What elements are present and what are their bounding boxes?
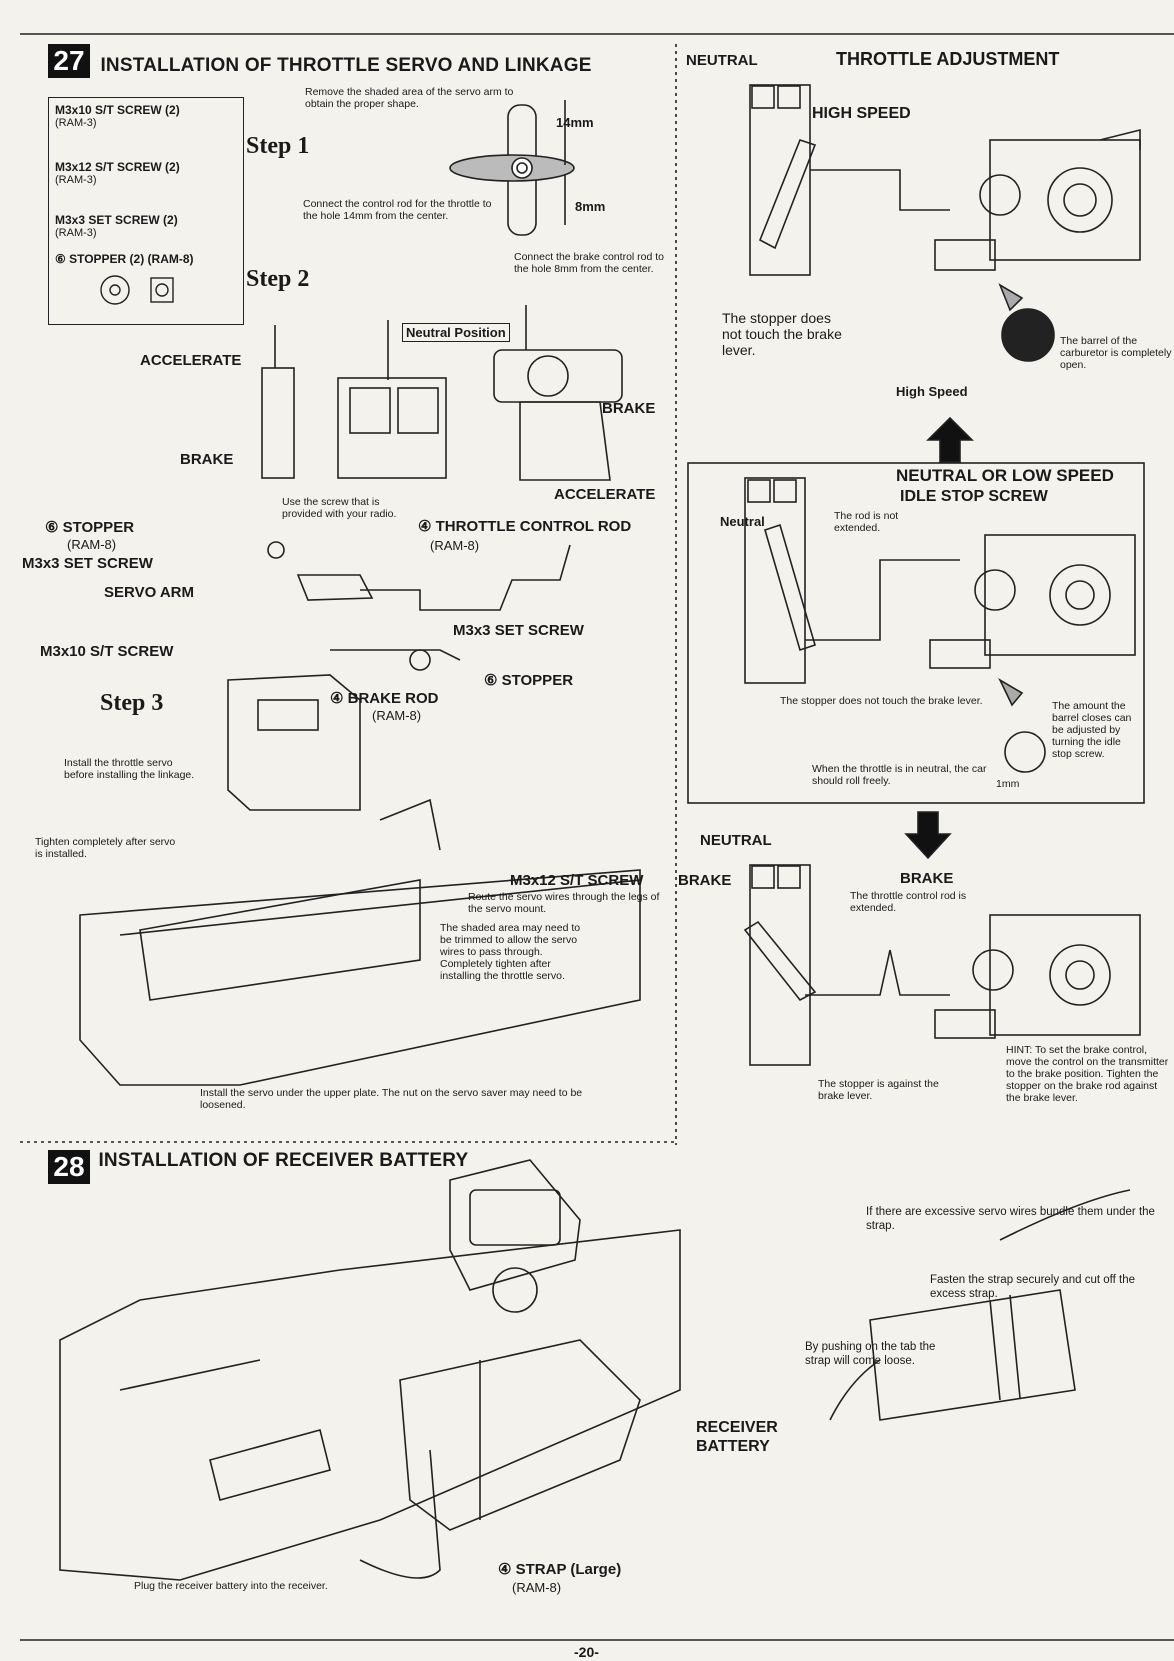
neutral-low-speed-title: NEUTRAL OR LOW SPEED — [896, 466, 1114, 485]
fasten-strap-note: Fasten the strap securely and cut off th… — [930, 1274, 1135, 1300]
idle-stop-screw-label: IDLE STOP SCREW — [900, 488, 1048, 505]
step-2-label: Step 2 — [246, 266, 310, 292]
tab-loose-note: By pushing on the tab the strap will com… — [805, 1341, 936, 1367]
roll-freely-note: When the throttle is in neutral, the car… — [812, 763, 987, 787]
neutral-small-label: Neutral — [720, 514, 765, 529]
part-item: ⑥ STOPPER (2) (RAM-8) — [55, 252, 194, 266]
m3x3-set-screw-label-2: M3x3 SET SCREW — [453, 622, 584, 639]
brake-title: BRAKE — [900, 870, 954, 887]
part-item: M3x12 S/T SCREW (2) (RAM-3) — [55, 160, 180, 186]
dimension-8mm: 8mm — [575, 199, 606, 214]
m3x12-screw-label: M3x12 S/T SCREW — [510, 872, 644, 889]
throttle-control-rod-label: ④ THROTTLE CONTROL ROD — [418, 518, 632, 535]
radio-screw-note: Use the screw that is provided with your… — [282, 496, 397, 520]
upper-plate-note: Install the servo under the upper plate.… — [200, 1087, 583, 1111]
servo-arm-label: SERVO ARM — [104, 584, 195, 601]
dimension-14mm: 14mm — [556, 115, 594, 130]
accelerate-label-right: ACCELERATE — [554, 486, 656, 503]
parts-list-box: M3x10 S/T SCREW (2) (RAM-3) M3x12 S/T SC… — [48, 97, 244, 325]
servo-arm-note: Remove the shaded area of the servo arm … — [305, 86, 514, 110]
plug-receiver-note: Plug the receiver battery into the recei… — [134, 1580, 328, 1592]
receiver-battery-label: RECEIVER BATTERY — [696, 1419, 778, 1455]
rod-not-extended-note: The rod is not extended. — [834, 510, 899, 534]
section-28-heading: 28 INSTALLATION OF RECEIVER BATTERY — [48, 1150, 468, 1184]
brake-rod-label: ④ BRAKE ROD — [330, 690, 439, 707]
stopper-icon — [100, 275, 174, 305]
bundle-wires-note: If there are excessive servo wires bundl… — [866, 1206, 1155, 1232]
section-27-heading: 27 INSTALLATION OF THROTTLE SERVO AND LI… — [48, 44, 592, 78]
route-wires-note: Route the servo wires through the legs o… — [468, 891, 660, 915]
throttle-control-rod-code: (RAM-8) — [430, 538, 480, 553]
part-item: M3x3 SET SCREW (2) (RAM-3) — [55, 213, 178, 239]
stopper-against-note: The stopper is against the brake lever. — [818, 1078, 939, 1102]
barrel-amount-note: The amount the barrel closes can be adju… — [1052, 700, 1132, 760]
stopper-code: (RAM-8) — [67, 537, 117, 552]
step-3-label: Step 3 — [100, 690, 164, 716]
rod-extended-note: The throttle control rod is extended. — [850, 890, 967, 914]
barrel-open-note: The barrel of the carburetor is complete… — [1060, 335, 1172, 371]
accelerate-label-left: ACCELERATE — [140, 352, 242, 369]
stopper-not-touch-note-2: The stopper does not touch the brake lev… — [780, 695, 983, 707]
high-speed-arrow-label: High Speed — [896, 384, 968, 399]
stopper-not-touch-note: The stopper does not touch the brake lev… — [722, 310, 842, 358]
section-27-number: 27 — [48, 44, 90, 78]
high-speed-label: HIGH SPEED — [812, 105, 911, 122]
stopper-label: ⑥ STOPPER — [45, 519, 135, 536]
neutral-label-top: NEUTRAL — [686, 52, 758, 69]
step-1-label: Step 1 — [246, 133, 310, 159]
page-number: -20- — [574, 1644, 599, 1660]
shaded-area-note: The shaded area may need to be trimmed t… — [440, 922, 581, 982]
brake-hole-note: Connect the brake control rod to the hol… — [514, 251, 665, 275]
one-mm-label: 1mm — [996, 778, 1020, 790]
brake-label-left: BRAKE — [180, 451, 234, 468]
brake-label-right: BRAKE — [602, 400, 656, 417]
tighten-note: Tighten completely after servo is instal… — [35, 836, 176, 860]
section-28-number: 28 — [48, 1150, 90, 1184]
section-28-title: INSTALLATION OF RECEIVER BATTERY — [98, 1150, 469, 1171]
brake-side-label: BRAKE — [678, 872, 732, 889]
section-27-title: INSTALLATION OF THROTTLE SERVO AND LINKA… — [100, 54, 592, 76]
strap-code: (RAM-8) — [512, 1580, 562, 1595]
neutral-position-label: Neutral Position — [402, 323, 510, 342]
hint-note: HINT: To set the brake control, move the… — [1006, 1044, 1169, 1104]
install-servo-note: Install the throttle servo before instal… — [64, 757, 195, 781]
neutral-label-brake: NEUTRAL — [700, 832, 772, 849]
throttle-adjustment-title: THROTTLE ADJUSTMENT — [836, 49, 1060, 69]
strap-label: ④ STRAP (Large) — [498, 1561, 622, 1578]
m3x10-screw-label: M3x10 S/T SCREW — [40, 643, 174, 660]
brake-rod-code: (RAM-8) — [372, 708, 422, 723]
throttle-hole-note: Connect the control rod for the throttle… — [303, 198, 492, 222]
stopper-label-2: ⑥ STOPPER — [484, 672, 574, 689]
part-item: M3x10 S/T SCREW (2) (RAM-3) — [55, 103, 180, 129]
m3x3-set-screw-label: M3x3 SET SCREW — [22, 555, 153, 572]
